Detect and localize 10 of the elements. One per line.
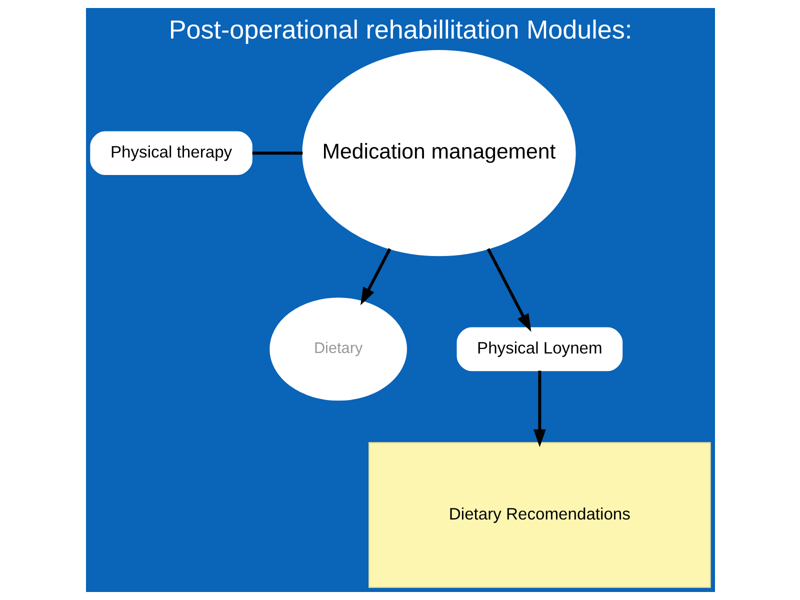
node-box: Dietary Recomendations bbox=[368, 442, 710, 588]
arrow bbox=[360, 248, 391, 306]
connector bbox=[252, 152, 302, 155]
node-box: Physical Loynem bbox=[456, 327, 622, 372]
node-box: Physical therapy bbox=[90, 131, 252, 176]
node-ellipse: Medication management bbox=[302, 50, 576, 256]
node-ellipse: Dietary bbox=[269, 298, 407, 401]
diagram-title: Post-operational rehabillitation Modules: bbox=[168, 14, 632, 44]
arrow bbox=[532, 370, 546, 448]
arrow bbox=[486, 248, 531, 332]
